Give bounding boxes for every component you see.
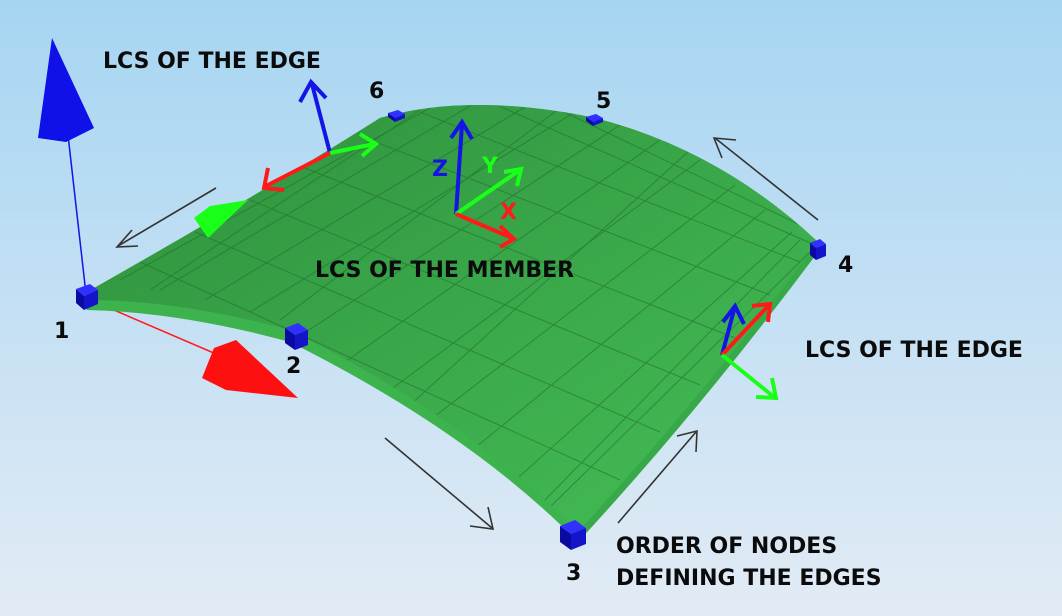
edge-lcs-right-x-axis (720, 304, 770, 357)
node-3[interactable] (560, 520, 586, 550)
label-order-line-1: ORDER OF NODES (616, 534, 837, 559)
member-axis-y-label: Y (481, 154, 499, 179)
edge-order-arrow-2 (384, 437, 495, 530)
label-lcs-member: LCS OF THE MEMBER (315, 258, 574, 283)
edge-lcs-right-z-axis (720, 309, 736, 356)
node-6[interactable] (388, 110, 405, 122)
edge-lcs-right-y-axis (720, 353, 776, 399)
label-order-line-2: DEFINING THE EDGES (616, 566, 882, 591)
global-z-arrow-icon (38, 38, 94, 142)
member-lcs-x-axis (455, 212, 513, 240)
edge-order-arrow-4 (712, 137, 819, 221)
edge-lcs-top-x-axis (265, 151, 331, 188)
node-1-label: 1 (54, 319, 69, 344)
edge-order-arrow-3 (617, 429, 698, 524)
member-axis-z-label: Z (432, 157, 448, 182)
edge-lcs-top-z-axis (310, 83, 332, 154)
node-3-label: 3 (566, 561, 581, 586)
global-x-arrow-icon (202, 340, 298, 398)
edge-order-arrow-1 (115, 187, 217, 248)
label-lcs-edge-top: LCS OF THE EDGE (103, 49, 321, 74)
edge-lcs-top (261, 78, 380, 192)
member-lcs-z-axis (454, 123, 464, 215)
node-5-label: 5 (596, 89, 611, 114)
node-2-label: 2 (286, 354, 301, 379)
node-4[interactable] (810, 239, 826, 260)
node-2[interactable] (285, 323, 308, 350)
node-5[interactable] (586, 114, 603, 126)
node-6-label: 6 (369, 79, 384, 104)
shell-surface (87, 105, 818, 542)
global-z-axis-line (67, 134, 87, 295)
label-lcs-edge-right: LCS OF THE EDGE (805, 338, 1023, 363)
edge-order-arrows (115, 137, 819, 530)
member-axis-x-label: X (500, 200, 517, 225)
nodes (76, 110, 826, 550)
edge-direction-arrow-icon (194, 200, 248, 238)
member-lcs-y-axis (454, 168, 522, 216)
member-lcs: Z Y X (432, 118, 524, 249)
node-1[interactable] (76, 284, 98, 310)
node-4-label: 4 (838, 253, 853, 278)
edge-lcs-top-y-axis (329, 142, 375, 155)
edge-lcs-right (720, 301, 779, 401)
